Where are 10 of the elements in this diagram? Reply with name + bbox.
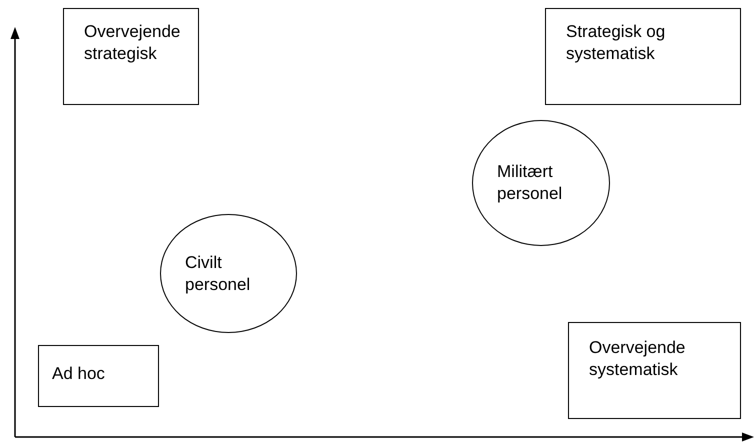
node-label: Ad hoc xyxy=(52,363,106,385)
text-box xyxy=(38,345,159,407)
node-label: Overvejende systematisk xyxy=(589,337,686,381)
node-label: Overvejende strategisk xyxy=(84,21,182,65)
text-box xyxy=(63,8,199,105)
text-box xyxy=(545,8,741,105)
text-box xyxy=(568,322,741,419)
node-label: Civilt personel xyxy=(185,252,252,296)
node-label: Militært personel xyxy=(497,161,564,205)
node-label: Strategisk og systematisk xyxy=(566,21,666,65)
